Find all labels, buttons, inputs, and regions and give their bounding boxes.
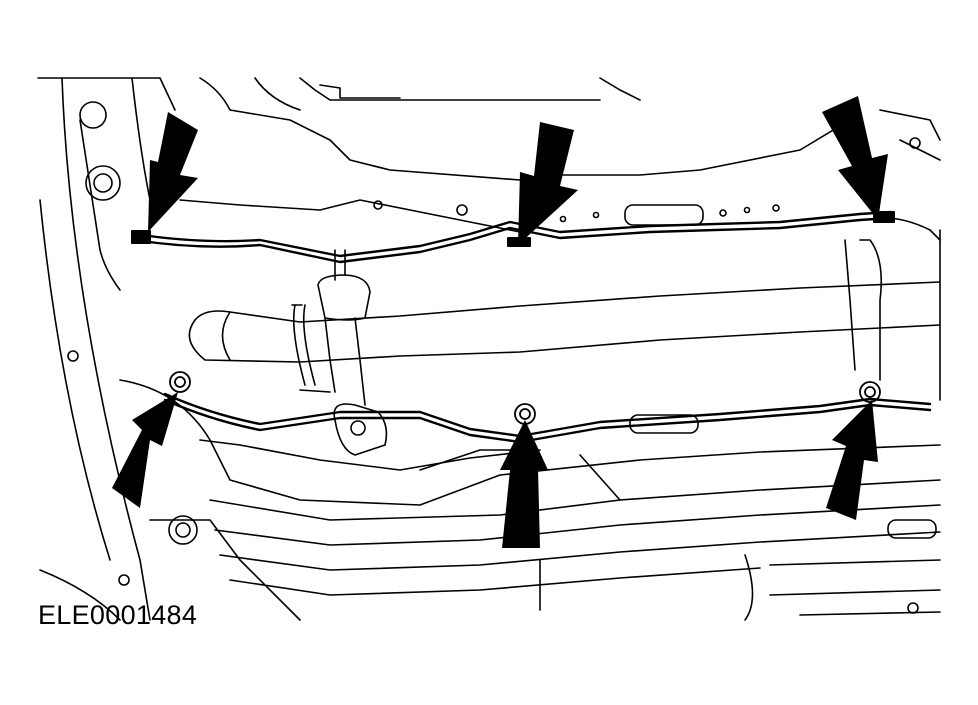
arrow-icon: [500, 420, 548, 548]
upper-brake-lines: [133, 210, 892, 264]
upper-floor-panels: [179, 77, 941, 233]
arrow-icon: [826, 400, 878, 520]
arrow-icon: [518, 122, 578, 245]
arrow-icon: [822, 96, 888, 220]
arrow-icon: [112, 392, 178, 508]
lower-floor-panels: [39, 379, 941, 621]
mounting-nuts: [169, 371, 881, 425]
exhaust-hanger: [291, 249, 388, 456]
left-body-panel: [37, 77, 176, 621]
lower-left-nut: [169, 371, 191, 393]
exhaust-system: [188, 217, 941, 401]
arrow-icon: [148, 112, 198, 232]
lower-brake-lines: [163, 392, 932, 444]
figure-reference-code: ELE0001484: [38, 600, 198, 630]
